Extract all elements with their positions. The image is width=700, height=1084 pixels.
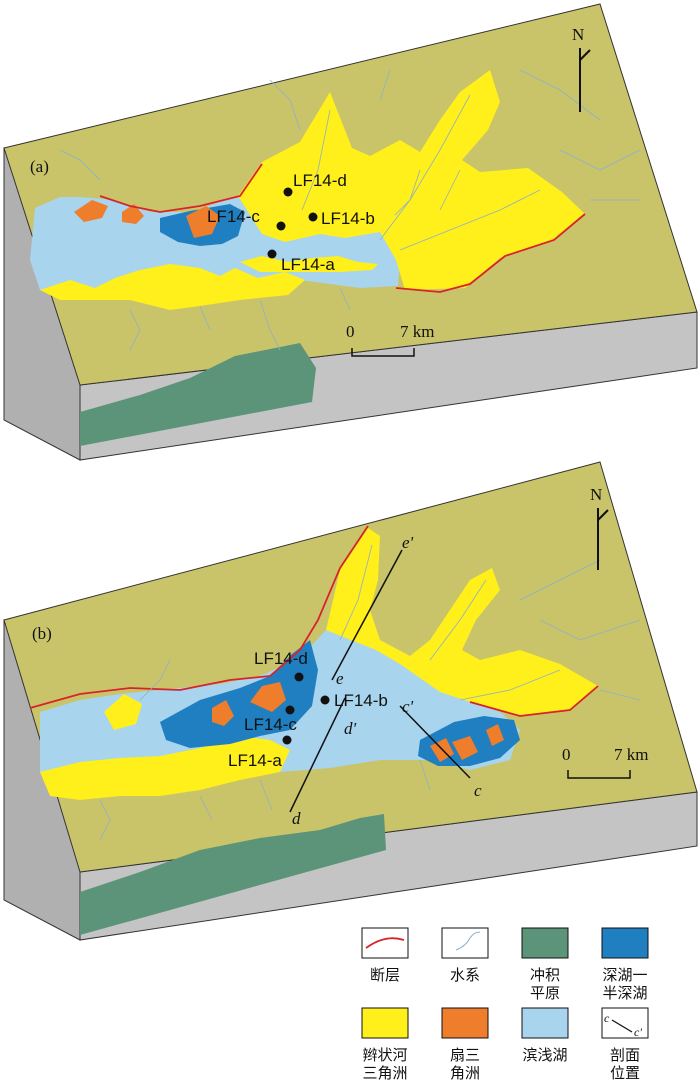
panel-b-section-label-d-start: d xyxy=(292,809,301,828)
panel-b-section-e xyxy=(331,549,403,681)
legend-swatch-alluvial-plain xyxy=(521,927,569,959)
panel-b-section-label-c-start: c xyxy=(474,781,482,800)
panel-a-sample-label-lf14-d: LF14-d xyxy=(293,171,347,190)
panel-b-fault-south xyxy=(469,685,599,717)
legend-label-section-2: 位置 xyxy=(610,1064,640,1082)
legend: 断层 水系 冲积 平原 深湖一 半深湖 c c' 辫状河 三角洲 扇三 角洲 滨… xyxy=(361,927,649,1082)
legend-label-alluvial-plain-2: 平原 xyxy=(530,984,560,1002)
panel-b-section-c xyxy=(399,705,471,779)
panel-b-braided-delta-south xyxy=(40,736,290,800)
panel-b-fan-delta-4 xyxy=(452,736,478,760)
svg-text:7 km: 7 km xyxy=(614,745,648,764)
panel-a-sample-point-lf14-b xyxy=(308,212,318,222)
panel-a-fault-south xyxy=(395,213,586,293)
panel-a-drainage xyxy=(59,69,641,351)
legend-label-fault: 断层 xyxy=(370,966,400,984)
legend-swatch-braided-delta xyxy=(361,1007,409,1039)
svg-text:c: c xyxy=(604,1011,610,1025)
legend-label-shore-lake: 滨浅湖 xyxy=(522,1046,567,1064)
legend-label-braided-delta-2: 三角洲 xyxy=(362,1064,407,1082)
panel-b-sample-point-lf14-b xyxy=(320,695,330,705)
panel-b-deep-lake-west xyxy=(160,640,318,748)
panel-b-sample-label-lf14-d: LF14-d xyxy=(254,649,308,668)
panel-b-sample-point-lf14-c xyxy=(285,705,295,715)
legend-swatch-fault xyxy=(361,927,409,959)
panel-b-fan-delta-5 xyxy=(486,724,504,746)
panel-b-label: (b) xyxy=(32,624,52,643)
legend-label-fan-delta-1: 扇三 xyxy=(450,1046,480,1064)
panel-a-braided-delta-south xyxy=(40,264,305,310)
svg-text:7 km: 7 km xyxy=(400,322,434,341)
legend-swatch-shore-lake xyxy=(521,1007,569,1039)
panel-a-sample-point-lf14-d xyxy=(283,187,293,197)
panel-b-sample-label-lf14-b: LF14-b xyxy=(334,691,388,710)
svg-text:N: N xyxy=(572,25,584,44)
panel-a-alluvial-plain xyxy=(80,343,316,446)
panel-b-section-label-c-end: c' xyxy=(402,697,414,716)
panel-b-alluvial-plain xyxy=(80,814,386,935)
panel-a-scale-bar: 0 7 km xyxy=(346,322,434,357)
panel-b-section-label-d-end: d' xyxy=(344,719,357,738)
panel-a-sample-point-lf14-a xyxy=(267,249,277,259)
panel-b-fan-delta-2 xyxy=(212,700,234,726)
panel-b-sample-label-lf14-a: LF14-a xyxy=(228,751,282,770)
panel-a-fan-delta-2 xyxy=(122,204,144,224)
panel-a-block: LF14-d LF14-c LF14-b LF14-a (a) N 0 7 km xyxy=(3,3,698,461)
panel-b-section-label-e-start: e xyxy=(336,669,344,688)
panel-b-fault-north xyxy=(29,525,369,709)
panel-b-drainage xyxy=(99,544,641,841)
panel-a-braided-delta-islet xyxy=(240,256,378,272)
panel-a-fan-delta-3 xyxy=(186,206,220,238)
legend-swatch-fan-delta xyxy=(441,1007,489,1039)
panel-a-sample-label-lf14-b: LF14-b xyxy=(321,209,375,228)
panel-b-scale-bar: 0 7 km xyxy=(562,745,648,779)
panel-a-fault-north xyxy=(99,163,263,213)
panel-b-section-label-e-end: e' xyxy=(402,533,414,552)
panel-a-fan-delta-1 xyxy=(74,200,108,222)
svg-text:c': c' xyxy=(634,1025,642,1039)
panel-a-braided-delta-north xyxy=(238,70,585,290)
panel-b-north-arrow: N xyxy=(590,485,609,570)
panel-a-sample-label-lf14-c: LF14-c xyxy=(207,207,260,226)
svg-text:0: 0 xyxy=(346,322,355,341)
panel-b-fan-delta-1 xyxy=(250,682,286,712)
svg-text:N: N xyxy=(590,485,602,504)
legend-label-deep-lake-1: 深湖一 xyxy=(602,966,647,984)
panel-a-north-arrow: N xyxy=(572,25,591,112)
panel-b-braided-delta-west xyxy=(104,694,142,730)
panel-a-label: (a) xyxy=(30,157,49,176)
panel-b-sample-point-lf14-d xyxy=(294,672,304,682)
legend-swatch-section: c c' xyxy=(601,1007,649,1039)
svg-text:0: 0 xyxy=(562,745,571,764)
legend-swatch-deep-lake xyxy=(601,927,649,959)
legend-label-alluvial-plain-1: 冲积 xyxy=(530,966,560,984)
panel-b-sample-point-lf14-a xyxy=(282,735,292,745)
panel-b-block: e' e d' d c' c LF14-d LF14-c LF14-b LF14… xyxy=(3,461,698,941)
legend-label-braided-delta-1: 辫状河 xyxy=(362,1046,407,1064)
panel-a-sample-label-lf14-a: LF14-a xyxy=(281,255,335,274)
legend-label-section-1: 剖面 xyxy=(610,1046,640,1064)
legend-label-deep-lake-2: 半深湖 xyxy=(602,984,647,1002)
panel-b-braided-delta-north xyxy=(326,528,598,716)
panel-b-sample-label-lf14-c: LF14-c xyxy=(244,715,297,734)
legend-swatch-drainage xyxy=(441,927,489,959)
panel-a-sample-point-lf14-c xyxy=(276,221,286,231)
panel-b-section-d xyxy=(289,697,346,813)
legend-label-fan-delta-2: 角洲 xyxy=(450,1064,480,1082)
legend-label-drainage: 水系 xyxy=(450,966,480,984)
